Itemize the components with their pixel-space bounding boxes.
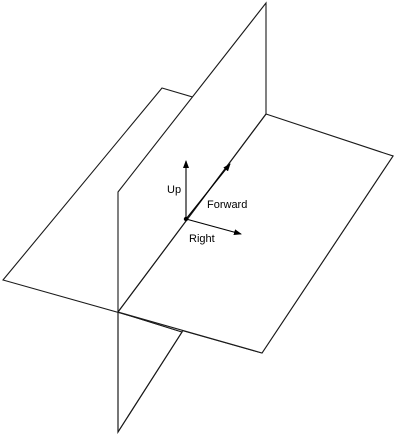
right-label: Right (189, 233, 215, 245)
forward-label: Forward (207, 199, 247, 211)
right-vector (185, 218, 242, 236)
forward-vector (185, 163, 231, 220)
vertical-plane-bottom-edge (117, 312, 183, 434)
up-label: Up (167, 184, 181, 196)
origin-point (183, 216, 189, 222)
plane-intersection-line (117, 113, 267, 313)
vertical-plane-lower (117, 311, 183, 434)
